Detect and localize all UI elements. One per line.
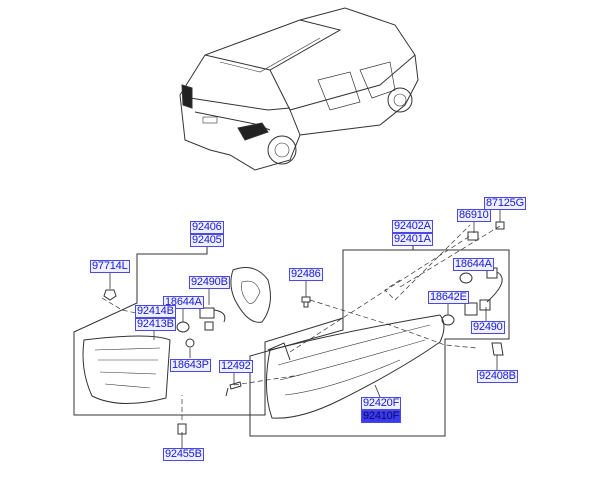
rear-combination-lamp (265, 314, 445, 419)
part-label-92406[interactable]: 92406 (190, 221, 224, 234)
part-label-92410F-selected[interactable]: 92410F (361, 410, 402, 423)
inner-lamp-label: 92414B 92413B (135, 305, 176, 331)
part-label-92402A[interactable]: 92402A (392, 220, 433, 233)
part-label-92486[interactable]: 92486 (289, 268, 323, 281)
car-illustration (179, 7, 419, 171)
part-label-92405[interactable]: 92405 (190, 234, 224, 247)
part-label-92490[interactable]: 92490 (471, 321, 505, 334)
part-label-92401A[interactable]: 92401A (392, 233, 433, 246)
part-label-18644A-right[interactable]: 18644A (453, 258, 494, 271)
part-label-18643P[interactable]: 18643P (170, 359, 211, 372)
part-label-92420F[interactable]: 92420F (361, 397, 402, 410)
inner-lamp (82, 335, 171, 405)
part-label-18642E[interactable]: 18642E (428, 291, 469, 304)
part-label-97714L[interactable]: 97714L (90, 260, 130, 273)
part-label-92413B[interactable]: 92413B (135, 318, 176, 331)
fasteners (103, 221, 505, 435)
part-label-87125G[interactable]: 87125G (484, 197, 526, 210)
part-label-92490B[interactable]: 92490B (189, 276, 230, 289)
combination-lamp-label: 92420F 92410F (361, 397, 402, 423)
part-label-92455B[interactable]: 92455B (163, 448, 204, 461)
part-label-92414B[interactable]: 92414B (135, 305, 176, 318)
part-label-92408B[interactable]: 92408B (477, 370, 518, 383)
assembly-label-right: 92402A 92401A (392, 220, 433, 246)
assembly-label-left: 92406 92405 (190, 221, 224, 247)
part-label-12492[interactable]: 12492 (219, 360, 253, 373)
part-label-86910[interactable]: 86910 (457, 209, 491, 222)
